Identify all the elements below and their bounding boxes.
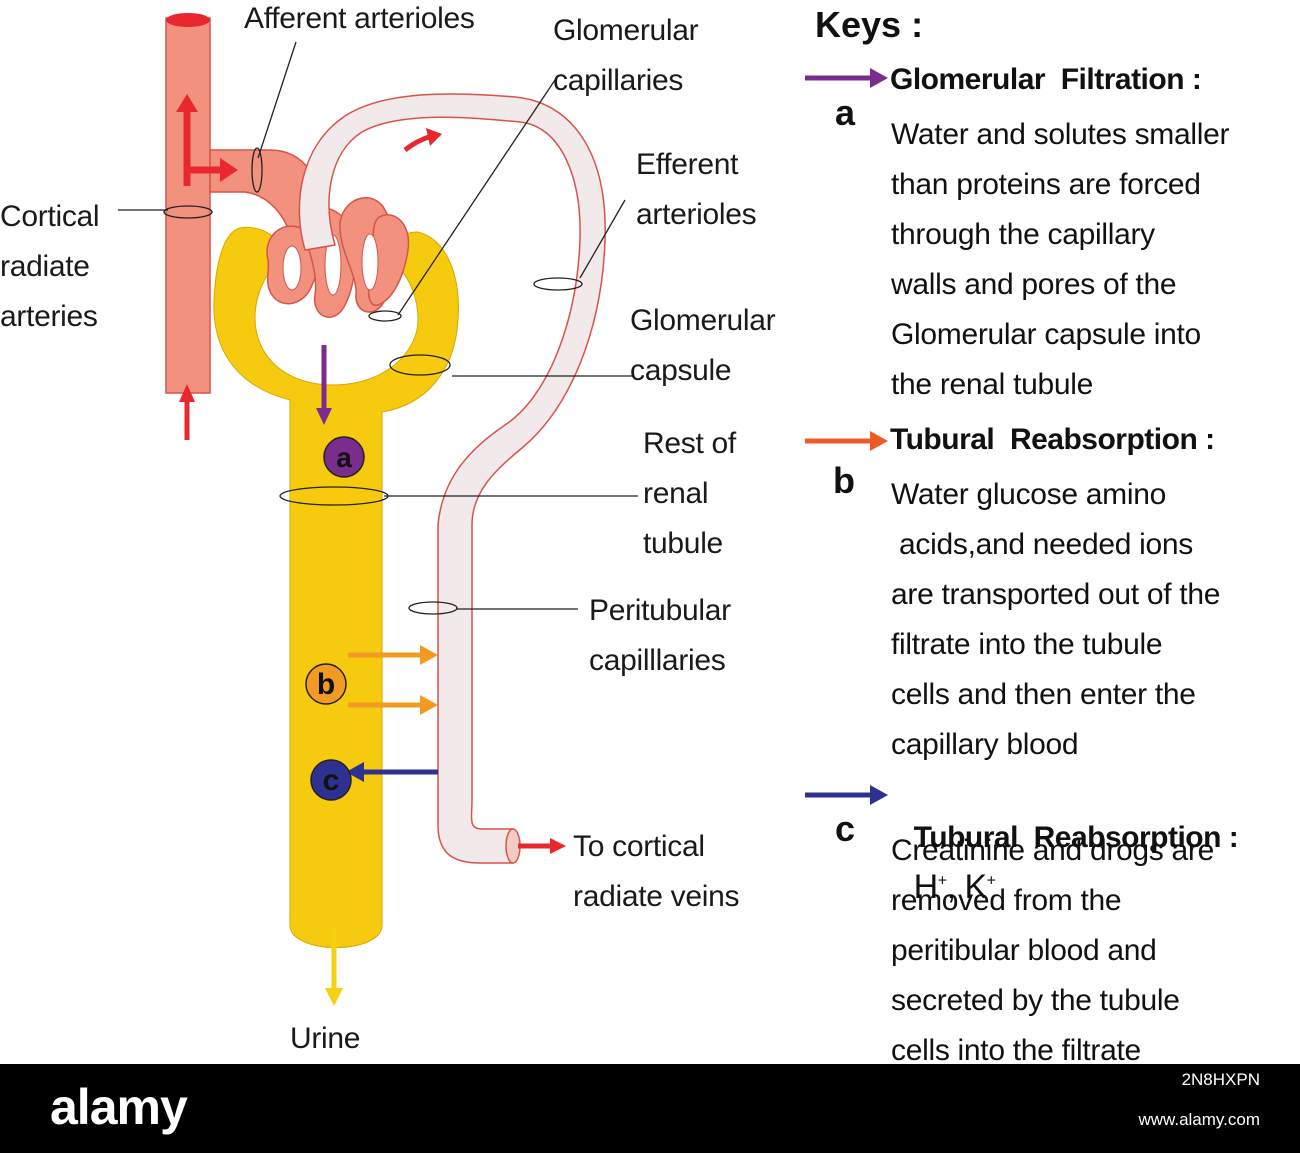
key-a-letter: a — [835, 92, 856, 133]
urine-arrowhead — [325, 988, 343, 1006]
marker-a-circle — [323, 436, 365, 478]
label-afferent-arterioles: Afferent arterioles — [244, 2, 475, 35]
key-a-desc-4: walls and pores of the — [891, 268, 1177, 301]
outlet-arrowhead — [550, 838, 566, 854]
key-a-heading: Glomerular Filtration : — [890, 63, 1202, 96]
glomerulus-holes — [282, 233, 379, 296]
efferent-flow-arrowhead — [426, 128, 442, 146]
key-b-letter: b — [833, 460, 855, 501]
key-c-desc-5: cells into the filtrate — [891, 1034, 1141, 1067]
key-b-desc-5: cells and then enter the — [891, 678, 1196, 711]
key-arrows — [805, 68, 888, 805]
label-cortical-3: arteries — [0, 300, 98, 333]
key-a-desc-5: Glomerular capsule into — [891, 318, 1201, 351]
keys-title: Keys : — [815, 4, 924, 45]
ion-k: K — [964, 868, 987, 907]
key-a-desc-1: Water and solutes smaller — [891, 118, 1230, 151]
marker-a-text: a — [336, 442, 352, 473]
key-b-desc-2: acids,and needed ions — [891, 528, 1193, 561]
footer-url: www.alamy.com — [1138, 1110, 1260, 1129]
label-peritubular-2: capilllaries — [589, 644, 726, 677]
filtration-arrowhead — [316, 408, 332, 425]
key-a-desc-2: than proteins are forced — [891, 168, 1201, 201]
stock-footer: alamy 2N8HXPN www.alamy.com — [0, 1064, 1300, 1153]
label-glomerular-capillaries-1: Glomerular — [553, 14, 699, 47]
label-glomerular-capsule-2: capsule — [630, 354, 732, 387]
secretion-arrowhead — [346, 762, 364, 782]
key-c-heading-text: Tubural Reabsorption : — [913, 821, 1239, 854]
efferent-flow-arrow — [403, 133, 433, 152]
ion-k-plus: + — [986, 873, 996, 890]
label-to-veins-2: radiate veins — [573, 880, 740, 913]
renal-tubule — [213, 226, 459, 948]
ion-h: H — [913, 868, 939, 907]
reabsorption-arrows — [348, 645, 438, 715]
marker-b-circle — [305, 663, 347, 705]
label-urine: Urine — [290, 1022, 361, 1055]
label-efferent-2: arterioles — [636, 198, 757, 231]
key-c-heading: Tubural Reabsorption : H+, K+ — [898, 772, 1239, 911]
capillary-outlet-opening — [505, 828, 521, 864]
label-peritubular-1: Peritubular — [589, 594, 731, 627]
label-efferent-1: Efferent — [636, 148, 739, 181]
key-c-ions: H+, K+ — [914, 868, 996, 906]
marker-b-text: b — [317, 668, 335, 701]
artery-top-opening — [166, 13, 210, 27]
leader-lines — [118, 41, 638, 615]
ion-h-plus: + — [937, 873, 947, 890]
key-b-desc-1: Water glucose amino — [891, 478, 1166, 511]
key-b-desc-4: filtrate into the tubule — [891, 628, 1163, 661]
key-b-heading: Tubural Reabsorption : — [890, 423, 1215, 456]
ion-sep: , — [946, 868, 956, 907]
artery-flow-arrows — [176, 94, 238, 440]
key-a-desc-3: through the capillary — [891, 218, 1155, 251]
alamy-logo: alamy — [50, 1079, 188, 1135]
key-c-desc-3: peritibular blood and — [891, 934, 1157, 967]
key-b-desc-6: capillary blood — [891, 728, 1079, 761]
label-cortical-2: radiate — [0, 250, 90, 283]
label-rest-tubule-3: tubule — [643, 527, 723, 560]
marker-c-text: c — [323, 764, 340, 797]
label-rest-tubule-1: Rest of — [643, 427, 736, 460]
key-c-desc-1: Creatinine and drogs are — [891, 834, 1215, 867]
nephron-diagram: a b c — [118, 13, 888, 1006]
key-b-desc-3: are transported out of the — [891, 578, 1221, 611]
key-c-letter: c — [835, 808, 856, 849]
key-c-desc-4: secreted by the tubule — [891, 984, 1180, 1017]
efferent-arteriole-and-peritubular-capillary — [298, 93, 606, 864]
label-glomerular-capsule-1: Glomerular — [630, 304, 776, 337]
key-c-desc-2: removed from the — [891, 884, 1122, 917]
label-glomerular-capillaries-2: capillaries — [553, 64, 684, 97]
marker-c-circle — [310, 759, 352, 801]
key-a-desc-6: the renal tubule — [891, 368, 1094, 401]
label-rest-tubule-2: renal — [643, 477, 709, 510]
image-id: 2N8HXPN — [1181, 1070, 1260, 1089]
label-cortical-1: Cortical — [0, 200, 100, 233]
label-to-veins-1: To cortical — [573, 830, 705, 863]
